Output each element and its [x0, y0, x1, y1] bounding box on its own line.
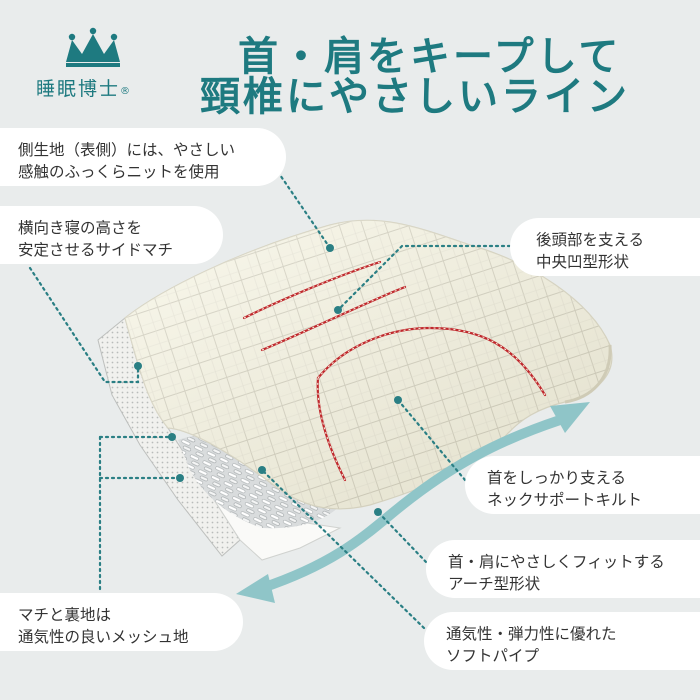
callout-soft-pipe: 通気性・弾力性に優れた ソフトパイプ [424, 612, 700, 670]
headline-line-1: 首・肩をキープして [238, 34, 622, 80]
callout-neck-support-quilt: 首をしっかり支える ネックサポートキルト [465, 456, 700, 514]
brand-name: 睡眠博士® [36, 78, 131, 100]
callout-side-gusset: 横向き寝の高さを 安定させるサイドマチ [0, 206, 223, 264]
callout-knit-fabric: 側生地（表側）には、やさしい 感触のふっくらニットを使用 [0, 128, 286, 186]
callout-arch-shape: 首・肩にやさしくフィットする アーチ型形状 [426, 540, 700, 598]
headline-line-2: 頸椎にやさしいライン [200, 74, 630, 120]
callout-center-concave: 後頭部を支える 中央凹型形状 [510, 218, 700, 276]
callout-mesh-lining: マチと裏地は 通気性の良いメッシュ地 [0, 593, 243, 651]
